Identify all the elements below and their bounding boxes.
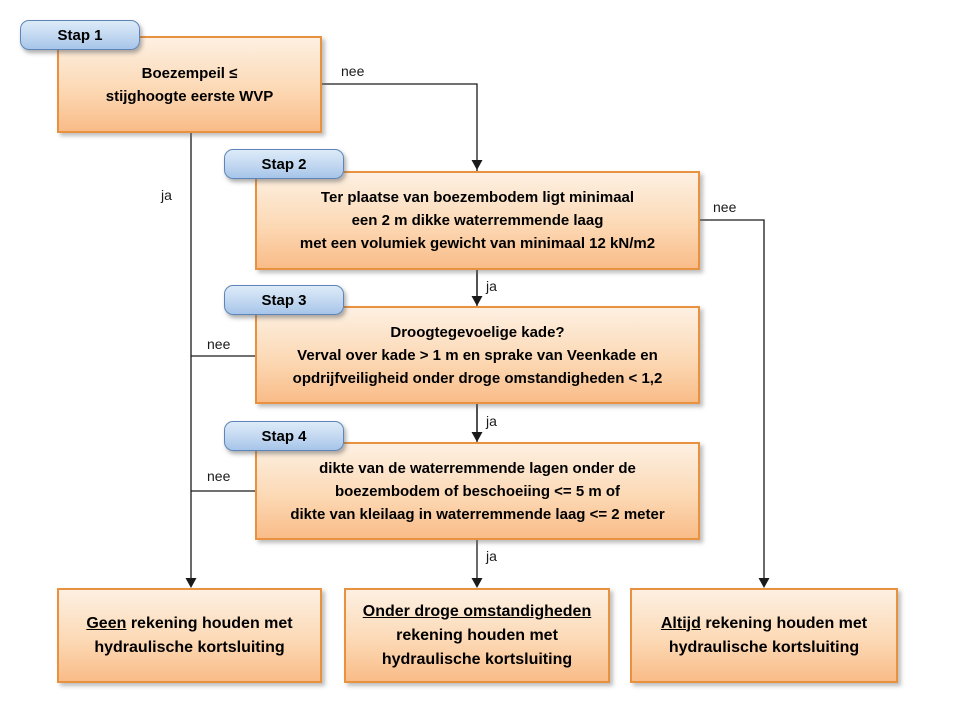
step2-line3: met een volumiek gewicht van minimaal 12…: [299, 235, 656, 252]
arrowhead-into-outcome-middle: [471, 578, 483, 588]
outcome-altijd-line1: Altijd rekening houden met: [661, 612, 867, 636]
step4-line1: dikte van de waterremmende lagen onder d…: [319, 459, 636, 477]
step2-line1: Ter plaatse van boezembodem ligt minimaa…: [320, 189, 635, 206]
step3-badge: Stap 3: [224, 285, 344, 315]
step1-line2: stijghoogte eerste WVP: [105, 87, 274, 105]
step3-line1: Droogtegevoelige kade?: [390, 323, 565, 341]
outcome-geen-emphasis: Geen: [86, 614, 127, 632]
step4-badge: Stap 4: [224, 421, 344, 451]
arrowhead-into-stap4: [471, 432, 483, 442]
step4-line2: boezembodem of beschoeiing <= 5 m of: [334, 482, 621, 500]
step4-line3: dikte van kleilaag in waterremmende laag…: [290, 505, 665, 523]
step4-box: dikte van de waterremmende lagen onder d…: [255, 442, 700, 540]
outcome-geen-rest: rekening houden met: [126, 614, 293, 632]
outcome-box-droge-omstandigheden: Onder droge omstandigheden rekening houd…: [344, 588, 610, 683]
step1-badge: Stap 1: [20, 20, 140, 50]
outcome-middle-emphasis: Onder droge omstandigheden: [362, 602, 592, 620]
arrowhead-into-outcome-left: [185, 578, 197, 588]
step3-badge-label: Stap 3: [261, 291, 307, 309]
arrow-stap2-nee: [700, 219, 765, 578]
step4-badge-label: Stap 4: [261, 427, 307, 445]
step2-badge: Stap 2: [224, 149, 344, 179]
edge-label-stap2-nee: nee: [713, 199, 737, 215]
edge-label-stap1-ja: ja: [161, 187, 172, 203]
step2-line2: een 2 m dikke waterremmende laag: [351, 212, 604, 229]
edge-label-stap2-ja: ja: [486, 278, 497, 294]
outcome-altijd-rest: rekening houden met: [700, 614, 868, 632]
outcome-geen-line1: Geen rekening houden met: [86, 612, 292, 636]
outcome-middle-line3: hydraulische kortsluiting: [381, 650, 573, 668]
edge-label-stap4-nee: nee: [207, 468, 231, 484]
outcome-altijd-emphasis: Altijd: [660, 614, 701, 632]
step1-box: Boezempeil ≤ stijghoogte eerste WVP: [57, 36, 322, 133]
arrowhead-into-stap2: [471, 160, 483, 170]
step3-line3: opdrijfveiligheid onder droge omstandigh…: [292, 369, 663, 387]
outcome-middle-line2: rekening houden met: [396, 626, 558, 644]
step3-box: Droogtegevoelige kade? Verval over kade …: [255, 306, 700, 404]
edge-label-stap1-nee: nee: [341, 63, 365, 79]
outcome-geen-line2: hydraulische kortsluiting: [94, 638, 285, 656]
arrowhead-into-stap3: [471, 296, 483, 306]
edge-label-stap3-ja: ja: [486, 413, 497, 429]
outcome-box-altijd: Altijd rekening houden met hydraulische …: [630, 588, 898, 683]
step1-badge-label: Stap 1: [57, 26, 103, 44]
step2-box: Ter plaatse van boezembodem ligt minimaa…: [255, 171, 700, 270]
arrowhead-into-outcome-right: [758, 578, 770, 588]
edge-label-stap4-ja: ja: [486, 548, 497, 564]
outcome-box-geen: Geen rekening houden met hydraulische ko…: [57, 588, 322, 683]
outcome-altijd-line2: hydraulische kortsluiting: [668, 638, 860, 656]
step1-line1: Boezempeil ≤: [141, 64, 238, 82]
step3-line2: Verval over kade > 1 m en sprake van Vee…: [297, 346, 658, 364]
edge-label-stap3-nee: nee: [207, 336, 231, 352]
step2-badge-label: Stap 2: [261, 155, 307, 173]
